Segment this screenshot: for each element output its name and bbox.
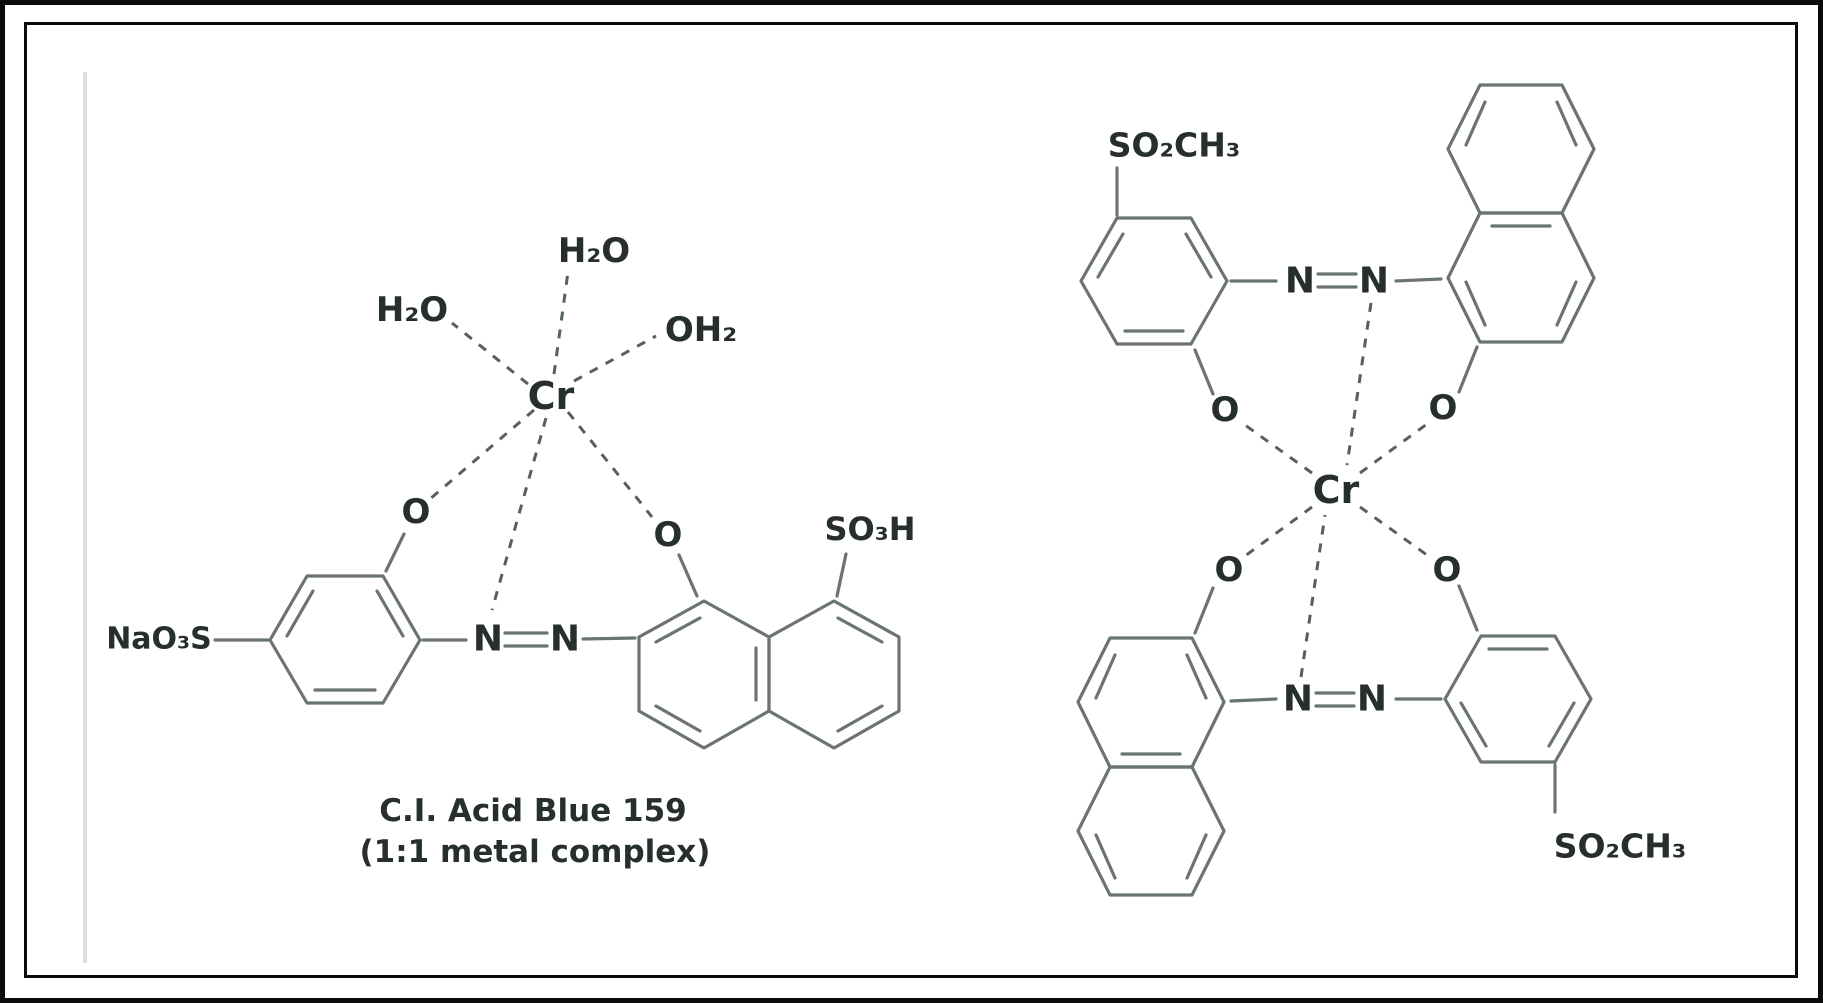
naphthalene-ring-a	[637, 599, 771, 750]
water-left-label: H₂O	[376, 290, 448, 330]
cr-label-left: Cr	[528, 374, 575, 418]
chromium-1-2-complex-structure: Cr O O O O N N N N SO₂CH₃ SO₂CH₃	[1076, 83, 1687, 897]
phenolate-o-bond	[1193, 348, 1215, 396]
cr-label-right: Cr	[1313, 468, 1360, 512]
acid-blue-159-structure: Cr H₂O H₂O OH₂ O O N N NaO₃S SO₃H C.I. A…	[106, 231, 915, 870]
naphtholate-o-bond	[1457, 345, 1479, 394]
benzene-ring	[1079, 216, 1229, 346]
acid-blue-159-coordination-bonds	[429, 271, 657, 611]
o-lower-right-label: O	[1433, 550, 1462, 590]
phenolate-o-label: O	[402, 492, 431, 532]
naphtholate-o-label: O	[654, 515, 683, 555]
naphtholate-o-bond	[677, 553, 699, 598]
methylsulfonyl-top-label: SO₂CH₃	[1108, 126, 1241, 165]
o-lower-left-label: O	[1215, 550, 1244, 590]
azo-bond-right	[581, 636, 637, 641]
azo-bottom-n1-label: N	[1283, 679, 1313, 720]
cr-n-azo-dash	[490, 417, 548, 611]
cr-water-right-dash	[573, 334, 657, 383]
sulfonic-acid-label: SO₃H	[824, 510, 915, 548]
water-right-label: OH₂	[665, 310, 737, 350]
azo-bond-right	[1394, 277, 1443, 283]
cr-o-phenolate-dash	[1244, 423, 1313, 475]
cr-water-top-dash	[552, 271, 570, 375]
sulfonic-acid-bond	[835, 552, 848, 598]
caption-line-2: (1:1 metal complex)	[360, 834, 711, 870]
naphthalene-ring-b	[767, 599, 901, 750]
phenolate-o-bond	[384, 532, 406, 573]
cr-o-naphtholate-dash	[566, 411, 654, 518]
methylsulfonyl-bottom-label: SO₂CH₃	[1554, 827, 1687, 866]
o-upper-right-label: O	[1429, 388, 1458, 428]
azo-top-n1-label: N	[1285, 261, 1315, 302]
azo-n1-label: N	[473, 619, 503, 660]
naphthalene-ring-a	[1446, 211, 1596, 344]
cr-o-naphtholate-dash	[1359, 422, 1428, 475]
inner-frame	[24, 22, 1798, 978]
naphthalene-ring-b	[1446, 83, 1596, 215]
azo-n2-label: N	[550, 619, 580, 660]
azo-ligand-top-bonds	[1079, 83, 1596, 475]
o-upper-left-label: O	[1211, 390, 1240, 430]
cr-n-azo-dash	[1345, 302, 1373, 466]
water-top-label: H₂O	[558, 231, 630, 271]
caption-line-1: C.I. Acid Blue 159	[379, 793, 686, 829]
acid-blue-159-bonds	[213, 532, 901, 750]
azo-top-n2-label: N	[1359, 261, 1389, 302]
sodium-sulfonate-label: NaO₃S	[106, 622, 212, 657]
benzene-ring	[268, 574, 422, 705]
cr-o-phenolate-dash	[429, 408, 535, 501]
azo-bottom-n2-label: N	[1357, 679, 1387, 720]
cr-water-left-dash	[451, 321, 529, 386]
azo-ligand-bottom-bonds	[1076, 505, 1593, 897]
